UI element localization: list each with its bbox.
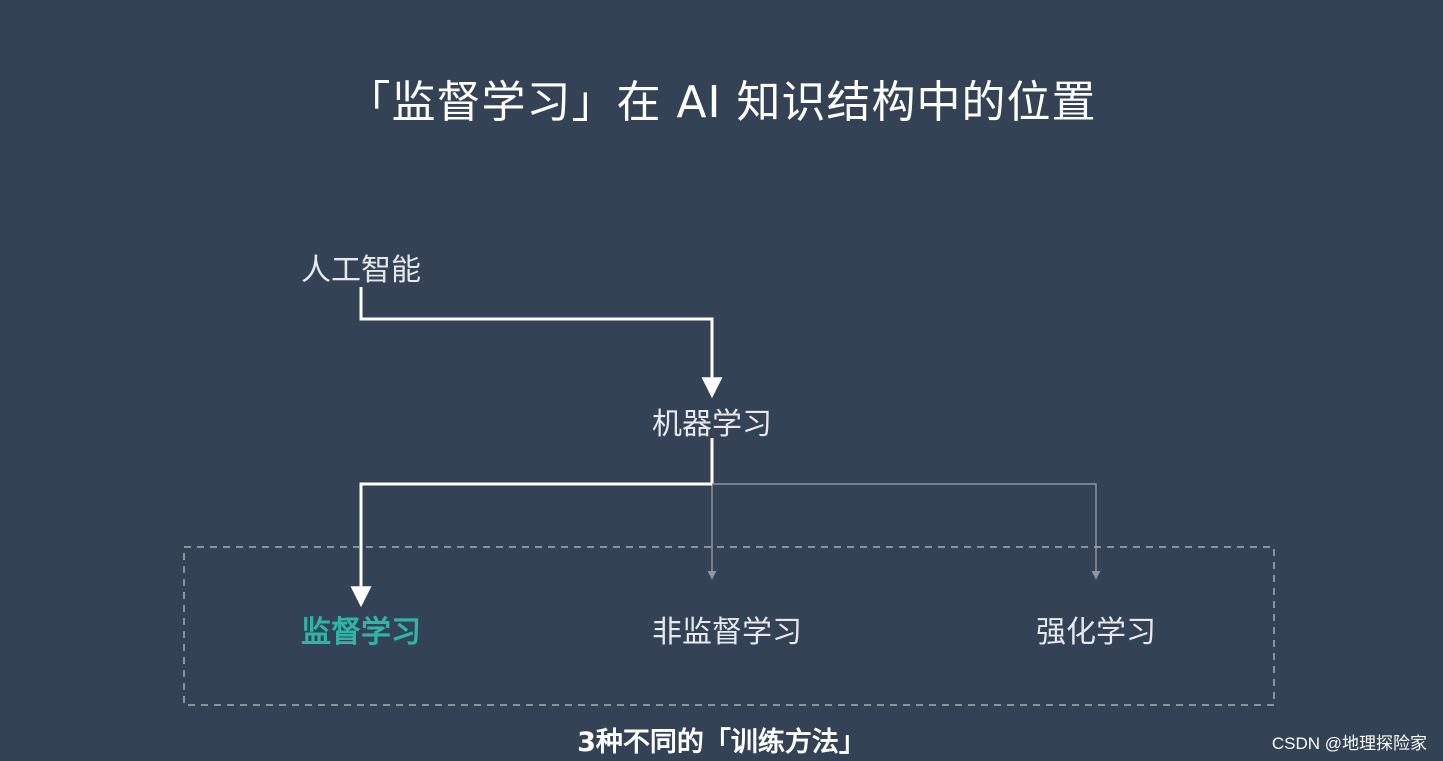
connector-ai-to-ml	[359, 287, 723, 399]
node-reinforcement-learning: 强化学习	[1036, 615, 1156, 650]
csdn-watermark: CSDN @地理探险家	[1271, 734, 1427, 753]
connector-ml-to-reinforcement	[712, 483, 1101, 580]
node-supervised-learning: 监督学习	[301, 615, 421, 650]
node-machine-learning: 机器学习	[652, 407, 772, 442]
node-artificial-intelligence: 人工智能	[301, 253, 421, 288]
slide-title: 「监督学习」在 AI 知识结构中的位置	[346, 77, 1097, 128]
node-unsupervised-learning: 非监督学习	[652, 615, 802, 650]
connector-ml-to-supervised	[350, 482, 712, 608]
group-caption: 3种不同的「训练方法」	[577, 727, 866, 758]
